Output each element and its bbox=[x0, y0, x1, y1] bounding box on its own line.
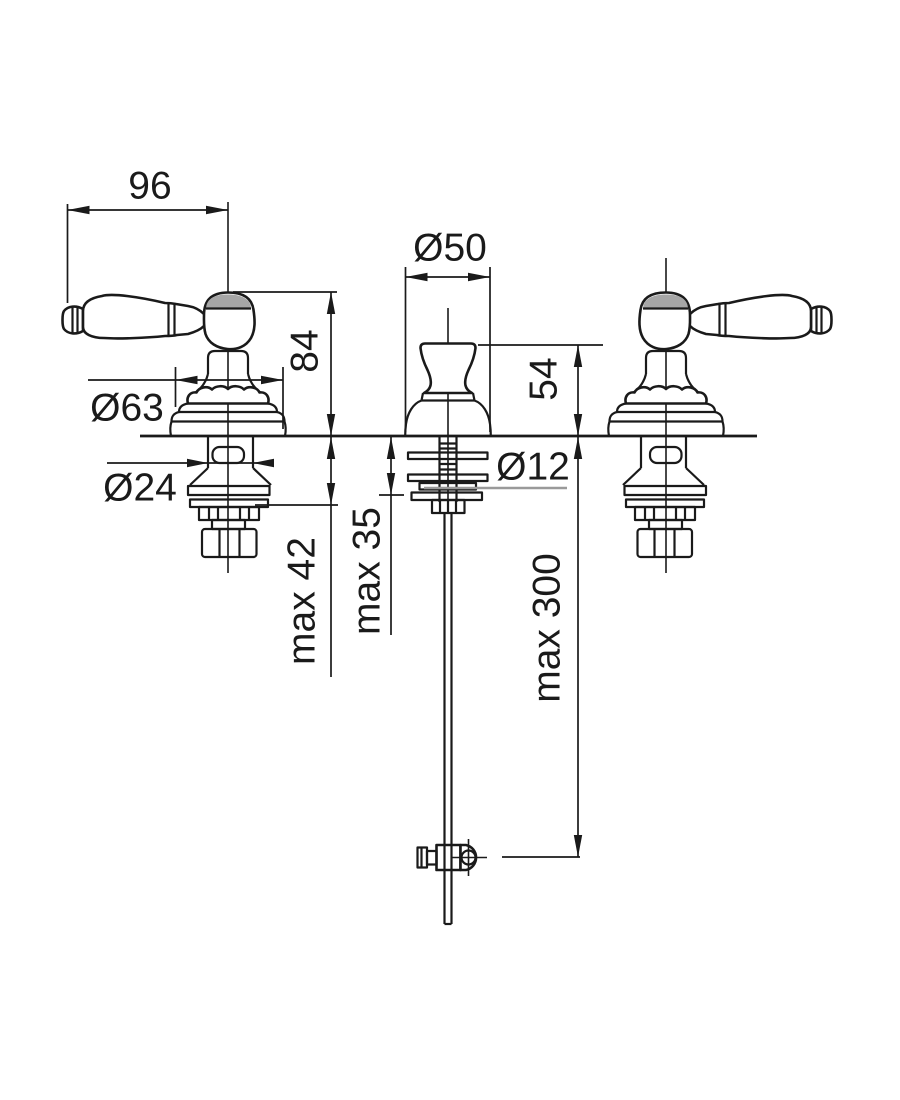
dim-max300-arrow-top bbox=[573, 437, 583, 459]
dim-96-label: 96 bbox=[128, 165, 171, 208]
knob-collar bbox=[420, 392, 476, 402]
dimension-dia-12: Ø12 bbox=[424, 446, 570, 490]
rod-washer-lower bbox=[406, 473, 489, 483]
dim-12-label: Ø12 bbox=[496, 446, 570, 489]
dim-84-arrow-bottom bbox=[326, 414, 336, 436]
rod-locknut-upper bbox=[418, 481, 478, 491]
dimension-54: 54 bbox=[478, 344, 603, 436]
right-tap-handle bbox=[607, 291, 833, 559]
waste-knob-body bbox=[419, 342, 477, 395]
dim-50-label: Ø50 bbox=[413, 227, 487, 270]
pop-up-lifting-rod bbox=[406, 437, 489, 926]
dimension-dia-24: Ø24 bbox=[103, 458, 274, 510]
dim-54-arrow-top bbox=[573, 345, 583, 367]
rod-locknut-lower bbox=[410, 491, 484, 502]
dim-max35-label: max 35 bbox=[346, 507, 389, 635]
dim-max42-arrow-bottom bbox=[326, 483, 336, 505]
dimension-84: 84 bbox=[233, 291, 337, 436]
dim-max42-label: max 42 bbox=[281, 537, 324, 665]
dimension-dia-50: Ø50 bbox=[404, 227, 491, 432]
dim-63-arrow-left bbox=[175, 375, 198, 385]
dimension-max-300: max 300 bbox=[502, 437, 583, 858]
knob-bell-right bbox=[474, 399, 492, 437]
rod-clamp bbox=[416, 839, 487, 876]
knob-bell-left bbox=[404, 399, 422, 437]
dim-24-arrow-left bbox=[187, 458, 208, 468]
dim-24-arrow-right bbox=[253, 458, 274, 468]
dimension-max-42: max 42 bbox=[255, 437, 338, 677]
dim-max300-arrow-bottom bbox=[573, 835, 583, 857]
dimension-96: 96 bbox=[66, 165, 228, 303]
dim-max35-arrow-top bbox=[386, 437, 396, 459]
dim-63-label: Ø63 bbox=[90, 387, 164, 430]
dim-84-arrow-top bbox=[326, 292, 336, 314]
dim-max35-arrow-bottom bbox=[386, 473, 396, 495]
dim-24-label: Ø24 bbox=[103, 467, 177, 510]
dim-96-arrow-right bbox=[206, 205, 228, 215]
dim-84-label: 84 bbox=[284, 329, 327, 372]
dim-50-arrow-left bbox=[405, 272, 428, 282]
dim-54-arrow-bottom bbox=[573, 414, 583, 436]
thumbscrew-shaft bbox=[425, 849, 438, 866]
dim-96-arrow-left bbox=[67, 205, 90, 215]
dim-max300-label: max 300 bbox=[526, 553, 569, 703]
dimension-dia-63: Ø63 bbox=[88, 367, 284, 430]
dim-54-label: 54 bbox=[523, 357, 566, 400]
dim-50-arrow-right bbox=[468, 272, 490, 282]
dim-max42-arrow-top bbox=[326, 437, 336, 459]
dimension-max-35: max 35 bbox=[346, 437, 404, 635]
rod-washer-upper bbox=[406, 451, 489, 461]
dim-63-arrow-right bbox=[261, 375, 283, 385]
